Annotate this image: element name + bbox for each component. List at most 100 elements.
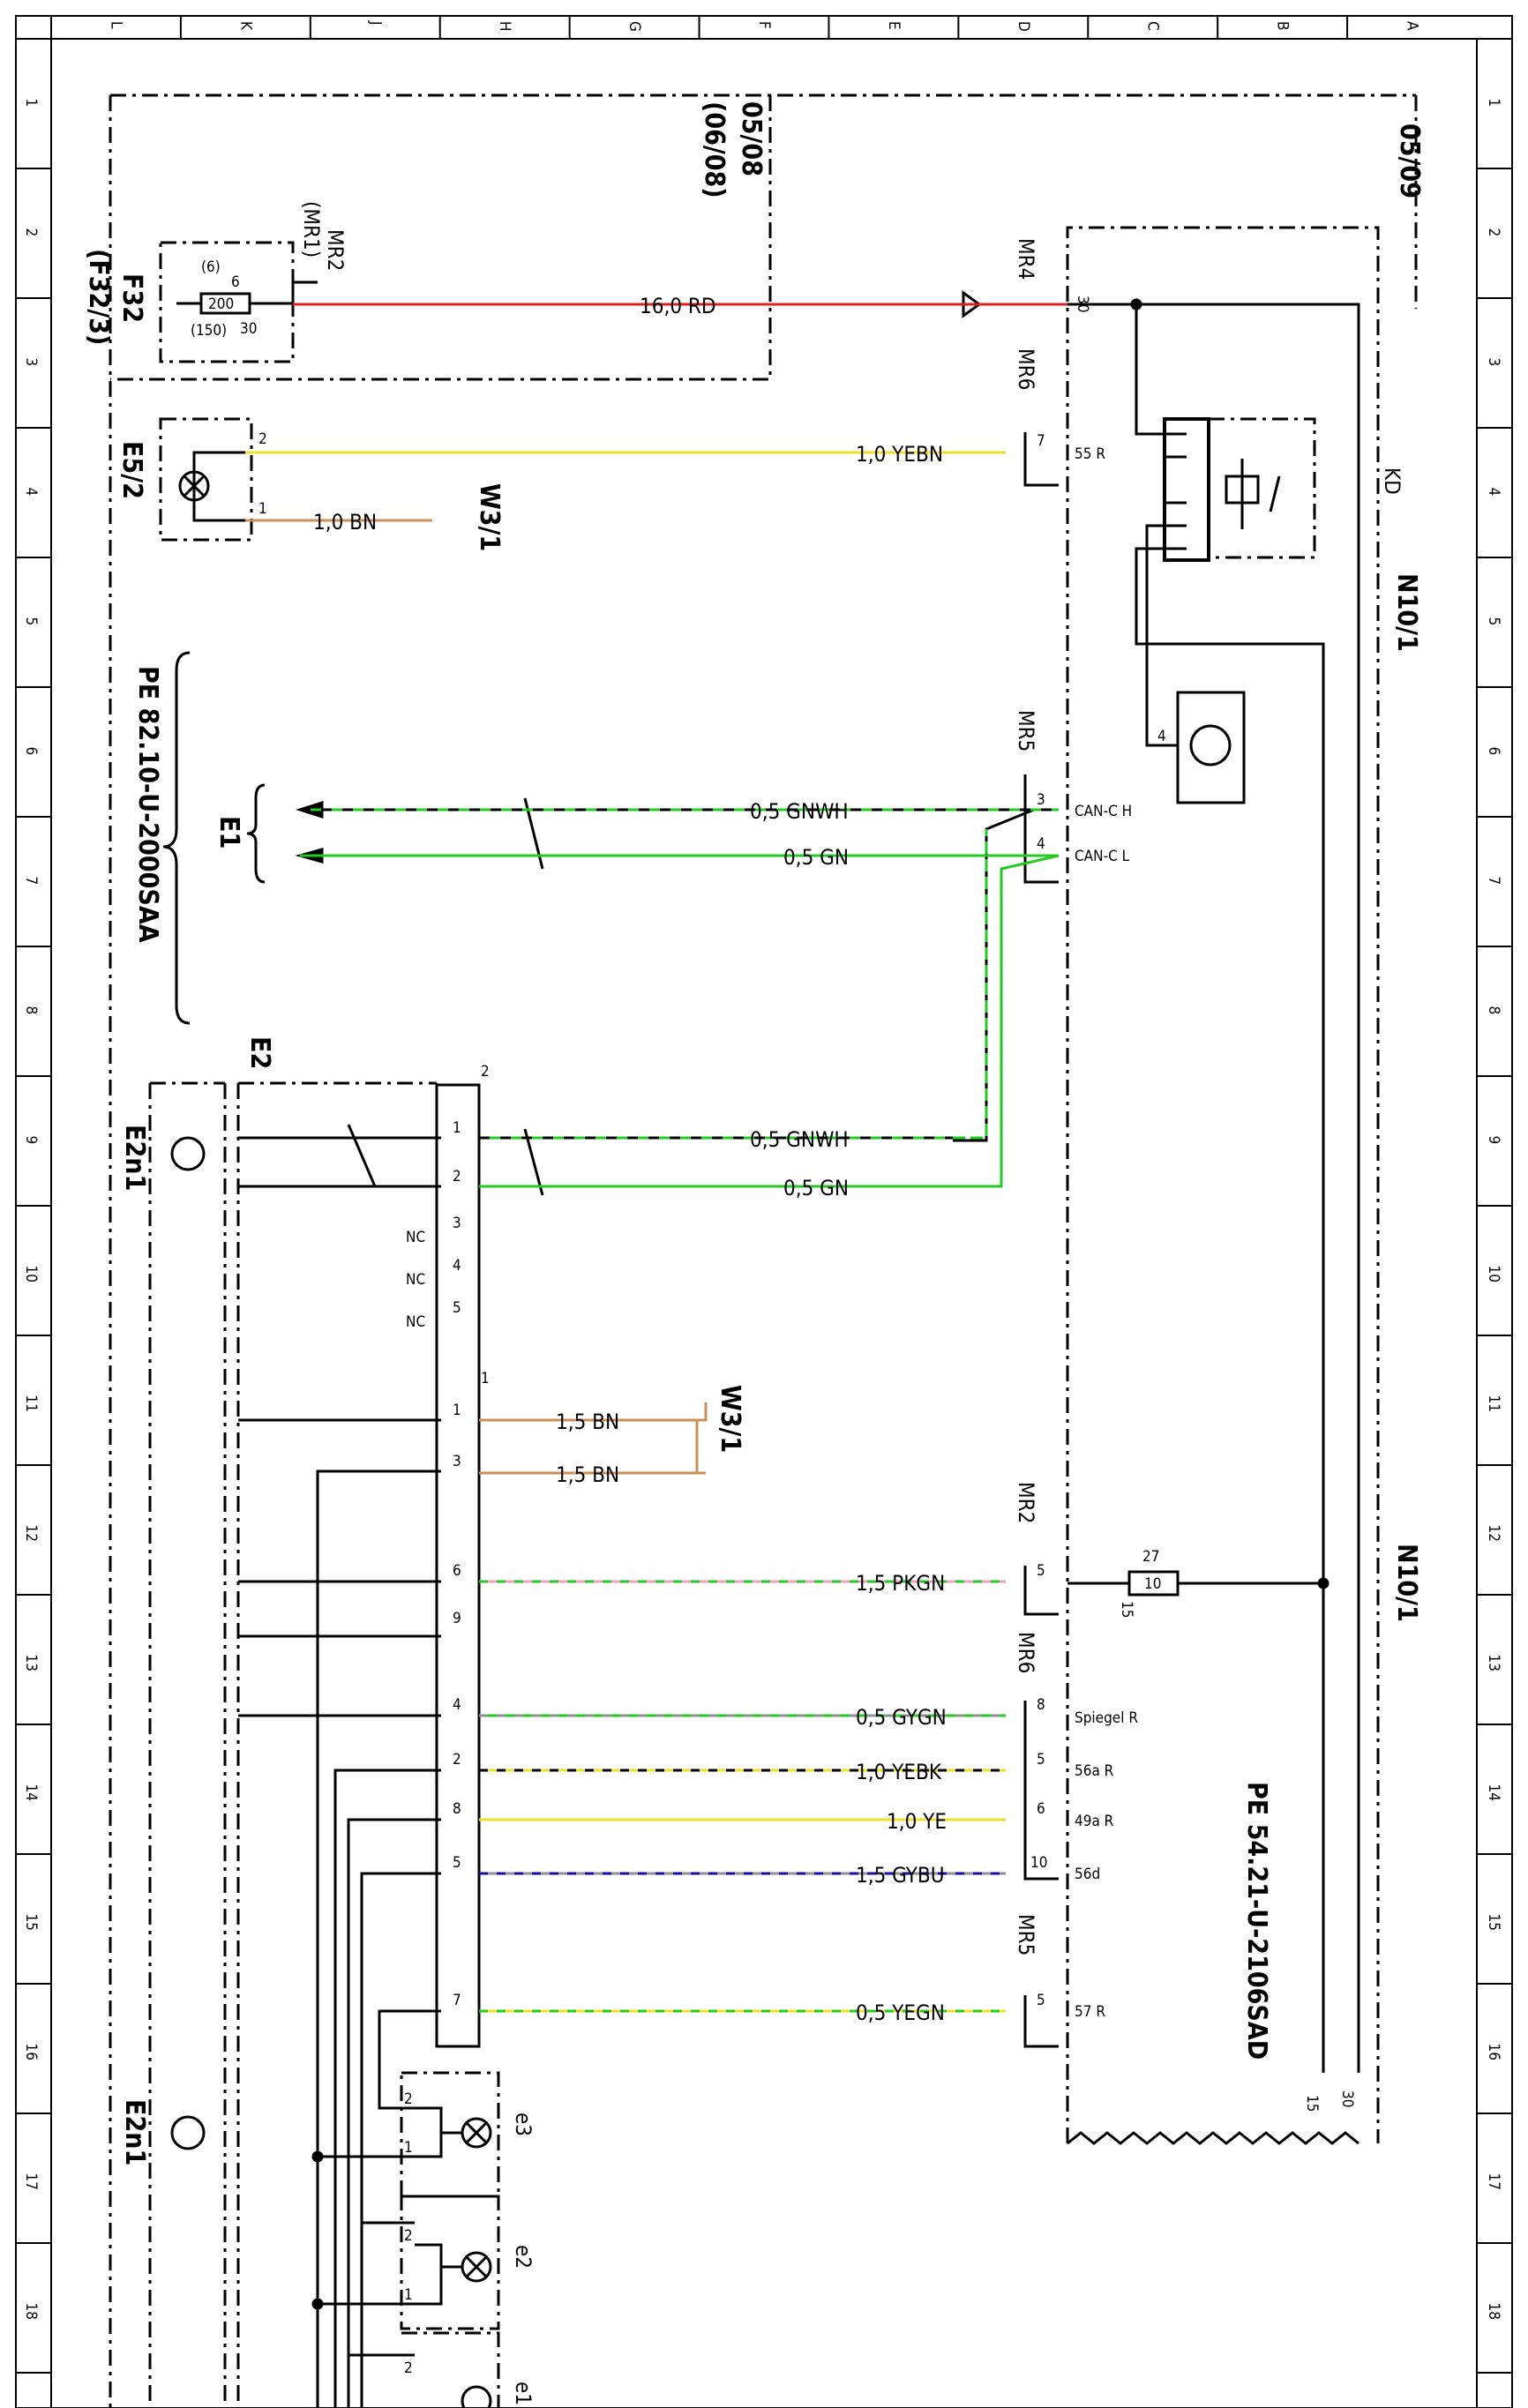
row-number: 5 [1485, 617, 1502, 626]
wire-GYBU: 1,5 GYBU [856, 1863, 945, 1888]
pin-MR2-5: 5 [1037, 1562, 1045, 1580]
signal-CANH: CAN-C H [1075, 803, 1132, 820]
nc-3: NC [406, 1229, 425, 1246]
row-number: 8 [1485, 1006, 1502, 1015]
label-PE-82: PE 82.10-U-2000SAA [132, 666, 163, 943]
row-number: 11 [22, 1395, 40, 1412]
row-number: 3 [1485, 358, 1502, 367]
label-MR6b: MR6 [1014, 1632, 1038, 1673]
row-number: 10 [22, 1266, 40, 1283]
label-MR6a: MR6 [1014, 348, 1038, 390]
row-number: 9 [22, 1136, 40, 1145]
column-letter: B [1274, 21, 1292, 31]
label-pin-15: 15 [1303, 2095, 1321, 2112]
label-e2: e2 [511, 2245, 536, 2269]
wire-GYGN: 0,5 GYGN [856, 1705, 947, 1730]
ref-0608: (06/08) [699, 101, 730, 198]
row-number: 4 [22, 488, 40, 497]
pin-E2-5: 5 [453, 1299, 461, 1317]
pin-E2-3: 3 [453, 1215, 461, 1232]
wire-GNWH-2: 0,5 GNWH [750, 1127, 849, 1152]
column-letter: L [107, 21, 124, 29]
signal-57R: 57 R [1075, 2003, 1105, 2021]
pin-E2b-5: 5 [453, 1854, 461, 1872]
label-e1: e1 [511, 2382, 536, 2405]
row-number: 6 [1485, 747, 1502, 756]
pin-MR6-7: 7 [1037, 432, 1045, 450]
wire-GN-1: 0,5 GN [783, 845, 849, 870]
column-letter: C [1144, 21, 1162, 31]
wire-YE: 1,0 YE [887, 1809, 947, 1834]
wire-GN-2: 0,5 GN [783, 1176, 849, 1200]
label-F32-pin-b: 30 [240, 320, 257, 338]
label-KD: KD [1380, 467, 1404, 495]
pin-E2b-top: 1 [481, 1370, 490, 1387]
ref-0509[interactable]: 05/09 [1394, 123, 1425, 198]
label-MR2-top: MR2 [323, 229, 348, 271]
row-number: 6 [22, 747, 40, 756]
label-MR2b: MR2 [1014, 1482, 1038, 1523]
wire-BN-1: 1,5 BN [556, 1410, 619, 1434]
row-number: 7 [22, 877, 40, 886]
label-F32-fuse: 200 [208, 295, 234, 313]
pin-E5-2: 2 [258, 430, 267, 448]
wire-YEGN: 0,5 YEGN [856, 2000, 945, 2025]
pin-e3-2: 2 [404, 2090, 413, 2108]
column-letter: D [1015, 21, 1032, 32]
column-letter: K [236, 21, 254, 31]
label-fuse-pin-out: 15 [1118, 1601, 1135, 1618]
row-number: 4 [1485, 488, 1502, 497]
row-number: 18 [1485, 2303, 1502, 2320]
label-fuse-10: 10 [1144, 1575, 1161, 1593]
row-number: 10 [1485, 1266, 1502, 1283]
section-boundaries [109, 93, 1418, 2408]
label-MR4: MR4 [1014, 238, 1038, 280]
row-number: 7 [1485, 877, 1502, 886]
label-N10-1-a: N10/1 [1391, 573, 1422, 652]
label-F32-alt: (F32/3) [83, 249, 114, 345]
row-number: 5 [22, 617, 40, 626]
row-number: 2 [1485, 228, 1502, 237]
pin-MR5-5: 5 [1037, 1992, 1045, 2009]
label-F32: F32 [116, 273, 147, 323]
row-number: 3 [22, 358, 40, 367]
column-letter: F [755, 21, 773, 29]
label-W3-1-a: W3/1 [474, 483, 505, 551]
pin-E2b-3: 3 [453, 1453, 461, 1470]
column-letter: J [366, 20, 384, 26]
row-number: 15 [1485, 1914, 1502, 1931]
pin-E5-1: 1 [258, 500, 267, 518]
pin-MR5-4: 4 [1037, 835, 1045, 853]
wire-YEBK: 1,0 YEBK [856, 1760, 942, 1784]
label-MR5a: MR5 [1014, 710, 1038, 752]
label-pin-30: 30 [1074, 295, 1091, 312]
pin-e2-2: 2 [404, 2227, 413, 2245]
column-letter: E [885, 21, 903, 30]
ref-0508[interactable]: 05/08 [736, 101, 767, 176]
row-number: 11 [1485, 1395, 1502, 1412]
label-pin-4: 4 [1157, 728, 1166, 745]
label-PE-54: PE 54.21-U-2106SAD [1241, 1782, 1272, 2060]
wires-black [162, 280, 1360, 2408]
label-pin-30b: 30 [1338, 2090, 1356, 2107]
wire-BN-e5: 1,0 BN [313, 510, 377, 535]
labels: 05/08 (06/08) 05/09 F32 (F32/3) 200 (150… [83, 101, 1425, 2405]
row-number: 13 [22, 1655, 40, 1671]
row-number: 8 [22, 1006, 40, 1015]
label-e3: e3 [511, 2113, 536, 2136]
pin-e3-1: 1 [404, 2139, 413, 2157]
pin-MR6-5: 5 [1037, 1751, 1045, 1769]
row-number: 16 [1485, 2044, 1502, 2060]
pin-E2b-7: 7 [453, 1992, 461, 2009]
column-letter: A [1404, 21, 1421, 31]
label-F32-pin-a: 6 [231, 273, 240, 291]
wire-GNWH-1: 0,5 GNWH [750, 799, 849, 824]
row-number: 18 [22, 2303, 40, 2320]
label-E1: E1 [213, 816, 244, 849]
pin-MR6-8: 8 [1037, 1696, 1045, 1714]
wire-16RD: 16,0 RD [640, 294, 716, 318]
label-F32-pin-a-alt: (6) [201, 258, 221, 276]
pin-MR5-3: 3 [1037, 791, 1045, 809]
